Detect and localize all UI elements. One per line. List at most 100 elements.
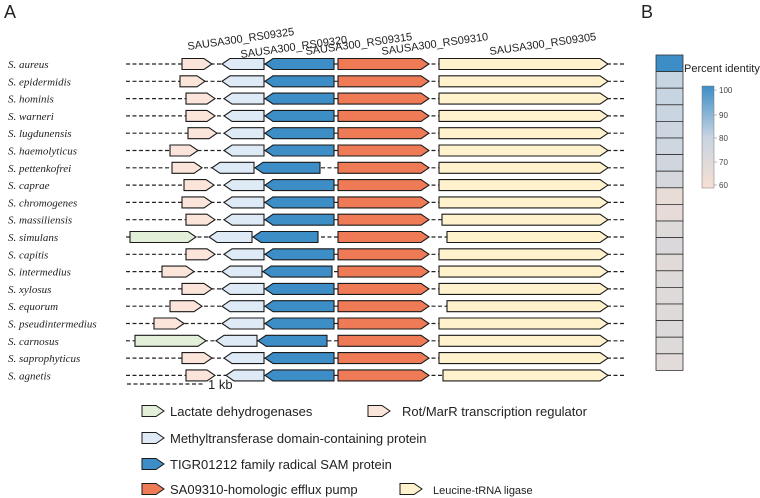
gene-arrow-mt	[223, 213, 265, 226]
gene-arrow-leu	[438, 144, 609, 157]
gene-arrow-sam	[257, 334, 328, 347]
species-row: S. intermedius	[8, 265, 626, 279]
gene-arrow-leu	[438, 248, 609, 261]
species-label: S. intermedius	[8, 267, 71, 279]
gene-arrow-leu	[438, 109, 609, 122]
gene-arrow-ldh	[129, 230, 197, 244]
legend-label-ldh: Lactate dehydrogenases	[170, 404, 313, 419]
legend-swatch-ldh	[141, 405, 165, 417]
species-label: S. epidermidis	[8, 76, 71, 88]
gene-arrow-rot	[181, 57, 213, 71]
gene-arrow-mt	[221, 75, 265, 88]
gene-arrow-mt	[223, 144, 265, 157]
legend-swatch-rot	[367, 405, 391, 417]
gene-legend: Lactate dehydrogenases Rot/MarR transcri…	[141, 404, 588, 497]
gene-arrow-efx	[337, 300, 430, 313]
gene-arrow-mt	[223, 127, 265, 140]
species-label: S. massiliensis	[8, 215, 72, 227]
gene-arrow-leu	[446, 300, 609, 313]
gene-arrow-leu	[441, 213, 609, 226]
identity-cell	[655, 71, 684, 89]
species-row: S. simulans	[8, 230, 626, 244]
species-label: S. agnetis	[8, 370, 51, 382]
gene-arrow-rot	[153, 317, 185, 330]
gene-arrow-rot	[171, 161, 203, 174]
species-row: S. equorum	[8, 300, 626, 313]
gene-arrow-sam	[262, 265, 333, 278]
gene-arrow-sam	[264, 127, 335, 140]
species-row: S. pettenkofrei	[8, 161, 626, 175]
legend-item-sam: TIGR01212 family radical SAM protein	[141, 457, 392, 472]
species-row: S. epidermidis	[8, 75, 626, 88]
gene-arrow-sam	[264, 92, 335, 105]
identity-cell	[655, 137, 684, 156]
species-row: S. chromogenes	[8, 196, 626, 209]
gene-arrow-rot	[185, 109, 216, 122]
species-row: S. hominis	[8, 92, 626, 106]
gene-arrow-sam	[264, 369, 335, 382]
gene-arrow-rot	[169, 300, 203, 313]
gene-arrow-sam	[264, 57, 335, 71]
species-row: S. agnetis	[8, 369, 626, 382]
gene-arrow-efx	[337, 213, 430, 226]
identity-cell	[655, 87, 684, 106]
gene-arrow-rot	[183, 179, 215, 192]
gene-arrow-mt	[221, 300, 265, 313]
colorbar-ticks: 100 90 80 70 60	[714, 86, 733, 190]
species-label: S. haemolyticus	[8, 146, 77, 158]
gene-arrow-sam	[264, 317, 335, 330]
gene-arrow-efx	[337, 352, 430, 365]
species-row: S. pseudintermedius	[8, 317, 626, 331]
gene-arrow-rot	[185, 213, 216, 226]
gene-arrow-efx	[337, 317, 430, 330]
gene-arrow-mt	[208, 230, 253, 244]
gene-arrow-rot	[179, 75, 206, 88]
gene-arrow-rot	[185, 92, 216, 105]
gene-arrow-efx	[337, 161, 430, 174]
colorbar-gradient	[701, 85, 715, 189]
gene-arrow-mt	[223, 92, 265, 105]
gene-arrow-rot	[185, 248, 216, 261]
species-label: S. warneri	[8, 111, 54, 123]
gene-arrow-rot	[187, 127, 218, 140]
gene-arrow-rot	[181, 196, 213, 209]
species-label: S. pettenkofrei	[8, 163, 71, 175]
panel-label-b: B	[641, 2, 653, 22]
gene-arrow-efx	[337, 248, 430, 261]
gene-arrow-efx	[337, 265, 430, 278]
legend-item-efx: SA09310-homologic efflux pump	[141, 482, 358, 497]
gene-labels: SAUSA300_RS09325 SAUSA300_RS09320 SAUSA3…	[187, 26, 597, 61]
identity-cell	[655, 303, 684, 322]
species-row: S. warneri	[8, 109, 626, 123]
gene-arrow-rot	[181, 282, 213, 295]
gene-arrow-efx	[337, 127, 430, 140]
species-label: S. simulans	[8, 232, 58, 244]
species-label: S. aureus	[8, 59, 49, 71]
identity-cell	[655, 154, 684, 172]
legend-swatch-mt	[141, 432, 165, 444]
identity-cell	[655, 203, 684, 222]
scale-bar-label: 1 kb	[208, 377, 233, 392]
species-row: S. carnosus	[8, 334, 626, 348]
colorbar-tick-100: 100	[719, 86, 733, 95]
species-label: S. caprae	[8, 180, 50, 192]
gene-arrow-efx	[337, 75, 430, 88]
panel-label-a: A	[4, 2, 16, 22]
gene-arrow-sam	[264, 109, 335, 122]
gene-arrow-efx	[337, 196, 430, 209]
gene-arrow-efx	[337, 57, 430, 71]
gene-arrow-mt	[223, 179, 265, 192]
gene-arrow-sam	[264, 282, 335, 295]
species-label: S. capitis	[8, 249, 48, 261]
identity-cell	[655, 253, 684, 272]
species-label: S. xylosus	[8, 284, 51, 296]
gene-arrow-rot	[181, 352, 213, 365]
gene-arrow-leu	[438, 282, 609, 295]
gene-arrow-leu	[438, 352, 609, 365]
gene-arrow-sam	[264, 196, 335, 209]
gene-arrow-sam	[254, 161, 321, 174]
gene-arrow-efx	[337, 179, 430, 192]
identity-cell	[655, 270, 684, 288]
gene-arrow-mt	[223, 196, 265, 209]
identity-strip	[655, 54, 684, 371]
